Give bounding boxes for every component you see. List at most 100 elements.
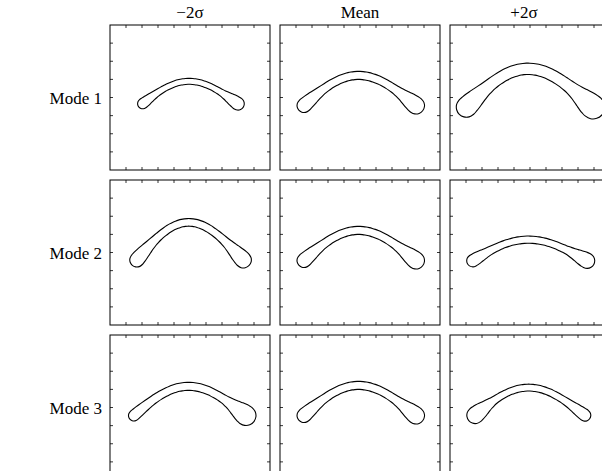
axis-tick bbox=[392, 180, 393, 183]
axis-tick bbox=[437, 425, 440, 426]
axis-tick bbox=[280, 115, 283, 116]
axis-tick bbox=[328, 322, 329, 325]
shape-panel bbox=[450, 335, 602, 471]
axis-tick bbox=[392, 335, 393, 338]
axis-tick bbox=[466, 335, 467, 338]
axis-tick bbox=[514, 180, 515, 183]
axis-tick bbox=[594, 167, 595, 170]
panel-frame bbox=[280, 180, 440, 325]
axis-tick bbox=[190, 167, 191, 170]
axis-tick bbox=[190, 322, 191, 325]
shape-outline bbox=[130, 219, 252, 268]
axis-tick bbox=[222, 335, 223, 338]
axis-tick bbox=[360, 167, 361, 170]
axis-tick bbox=[158, 322, 159, 325]
axis-tick bbox=[437, 79, 440, 80]
axis-tick bbox=[514, 335, 515, 338]
column-header: +2σ bbox=[510, 4, 537, 21]
axis-tick bbox=[206, 167, 207, 170]
axis-tick bbox=[267, 443, 270, 444]
axis-tick bbox=[110, 443, 113, 444]
axis-tick bbox=[594, 335, 595, 338]
axis-tick bbox=[450, 389, 453, 390]
axis-tick bbox=[437, 234, 440, 235]
axis-tick bbox=[110, 270, 113, 271]
axis-tick bbox=[437, 270, 440, 271]
axis-tick bbox=[280, 252, 283, 253]
axis-tick bbox=[450, 234, 453, 235]
axis-tick bbox=[312, 180, 313, 183]
shape-outline bbox=[297, 71, 424, 114]
axis-tick bbox=[110, 198, 113, 199]
axis-tick bbox=[206, 180, 207, 183]
axis-tick bbox=[498, 322, 499, 325]
axis-tick bbox=[238, 180, 239, 183]
axis-tick bbox=[190, 25, 191, 28]
axis-tick bbox=[437, 61, 440, 62]
axis-tick bbox=[280, 151, 283, 152]
axis-tick bbox=[437, 353, 440, 354]
panel-frame bbox=[280, 335, 440, 471]
panel-frame bbox=[110, 335, 270, 471]
axis-tick bbox=[110, 61, 113, 62]
axis-tick bbox=[190, 335, 191, 338]
axis-tick bbox=[267, 97, 270, 98]
shape-panel bbox=[110, 25, 270, 170]
axis-tick bbox=[466, 180, 467, 183]
axis-tick bbox=[267, 425, 270, 426]
shape-outline bbox=[456, 63, 602, 119]
axis-tick bbox=[437, 306, 440, 307]
axis-tick bbox=[498, 25, 499, 28]
axis-tick bbox=[466, 167, 467, 170]
axis-tick bbox=[238, 335, 239, 338]
panel-frame bbox=[110, 180, 270, 325]
axis-tick bbox=[450, 461, 453, 462]
axis-tick bbox=[238, 167, 239, 170]
axis-tick bbox=[450, 353, 453, 354]
axis-tick bbox=[530, 167, 531, 170]
axis-tick bbox=[450, 252, 453, 253]
axis-tick bbox=[267, 270, 270, 271]
row-label: Mode 2 bbox=[50, 245, 102, 262]
axis-tick bbox=[254, 25, 255, 28]
axis-tick bbox=[254, 180, 255, 183]
axis-tick bbox=[450, 198, 453, 199]
axis-tick bbox=[206, 25, 207, 28]
axis-tick bbox=[158, 180, 159, 183]
axis-tick bbox=[562, 180, 563, 183]
axis-tick bbox=[376, 322, 377, 325]
axis-tick bbox=[110, 288, 113, 289]
axis-tick bbox=[594, 180, 595, 183]
axis-tick bbox=[280, 306, 283, 307]
axis-tick bbox=[280, 97, 283, 98]
axis-tick bbox=[174, 167, 175, 170]
axis-tick bbox=[267, 115, 270, 116]
column-header: −2σ bbox=[176, 4, 203, 21]
axis-tick bbox=[296, 180, 297, 183]
axis-tick bbox=[482, 335, 483, 338]
axis-tick bbox=[450, 407, 453, 408]
axis-tick bbox=[206, 322, 207, 325]
axis-tick bbox=[267, 288, 270, 289]
panel-frame bbox=[450, 25, 602, 170]
axis-tick bbox=[280, 288, 283, 289]
axis-tick bbox=[280, 234, 283, 235]
axis-tick bbox=[267, 407, 270, 408]
axis-tick bbox=[466, 25, 467, 28]
axis-tick bbox=[546, 335, 547, 338]
axis-tick bbox=[110, 461, 113, 462]
axis-tick bbox=[530, 25, 531, 28]
axis-tick bbox=[392, 322, 393, 325]
axis-tick bbox=[562, 335, 563, 338]
axis-tick bbox=[530, 335, 531, 338]
axis-tick bbox=[344, 25, 345, 28]
axis-tick bbox=[222, 167, 223, 170]
shape-outline bbox=[297, 226, 424, 269]
axis-tick bbox=[344, 322, 345, 325]
shape-panel bbox=[450, 25, 602, 170]
axis-tick bbox=[110, 133, 113, 134]
axis-tick bbox=[437, 133, 440, 134]
axis-tick bbox=[498, 167, 499, 170]
axis-tick bbox=[344, 335, 345, 338]
